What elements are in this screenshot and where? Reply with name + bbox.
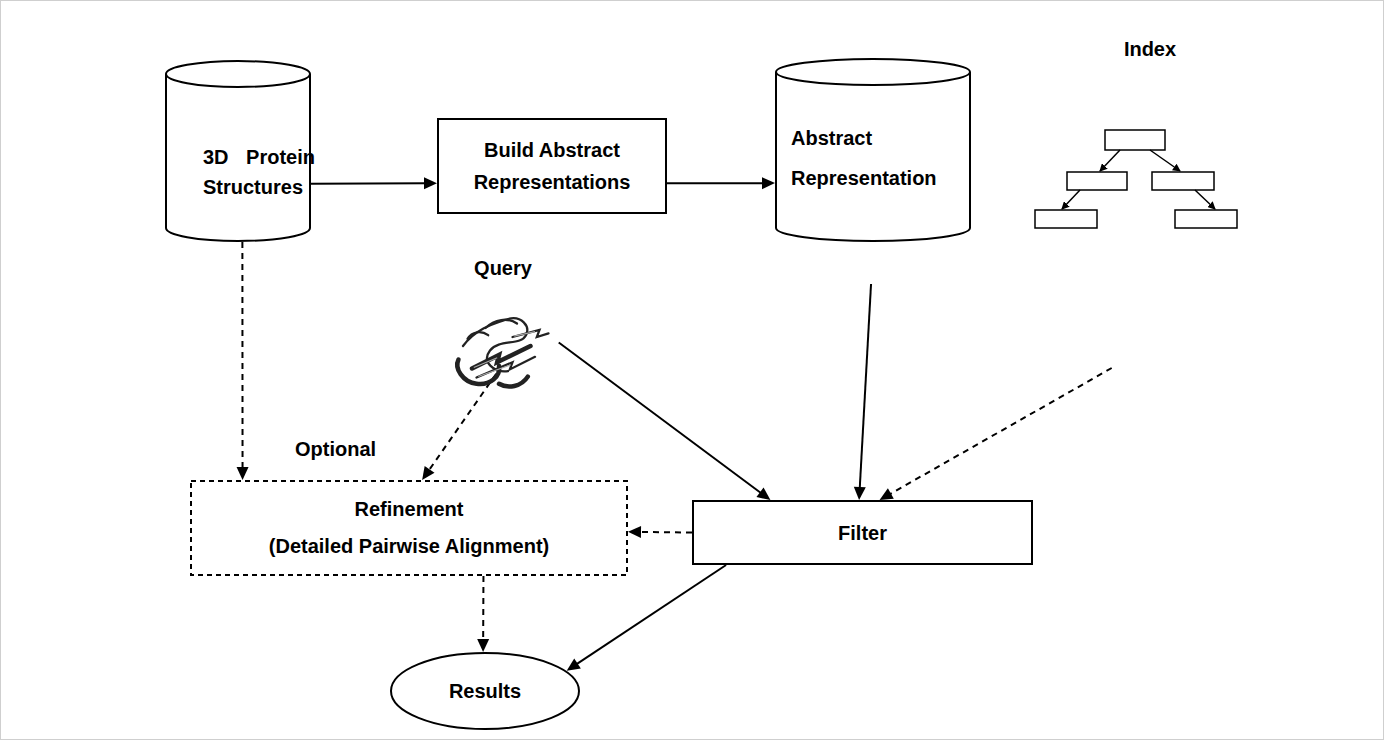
connector <box>880 368 1112 500</box>
filter-box: Filter <box>692 500 1033 565</box>
query-structure: Query <box>440 255 565 380</box>
connector <box>567 565 726 671</box>
arrowhead <box>628 526 641 538</box>
text-holder: Query <box>458 255 548 281</box>
arrowhead <box>477 639 489 652</box>
cylinder-body <box>776 72 970 241</box>
connector <box>422 374 496 480</box>
connector-line <box>576 565 726 665</box>
node-outline <box>190 480 628 576</box>
text-holder: Index <box>1105 38 1195 60</box>
arrowhead <box>756 487 770 500</box>
arrowhead <box>854 487 866 500</box>
ribbon-highlights <box>474 332 535 377</box>
connector <box>311 177 437 189</box>
connector-line <box>860 284 871 489</box>
node-label: Abstract Representation <box>791 118 961 198</box>
node-label: Refinement <box>200 491 618 528</box>
ribbon-highlight <box>514 332 535 337</box>
node-label: Filter <box>702 520 1023 546</box>
results-ellipse: Results <box>390 652 580 730</box>
ribbon-strand <box>472 346 531 369</box>
tree-box <box>1067 172 1127 190</box>
text-holder: Build Abstract Representations <box>437 118 667 214</box>
node-outline <box>775 58 971 242</box>
text-holder: Abstract Representation <box>791 118 961 198</box>
node-label: Index <box>1105 38 1195 60</box>
node-label: 3D Protein Structures <box>203 142 315 202</box>
connector-line <box>311 182 426 184</box>
connector <box>854 284 871 500</box>
tree-arrow <box>1195 190 1215 209</box>
tree-arrow <box>1062 190 1080 209</box>
index-tree: Index <box>1030 38 1245 233</box>
tree-box <box>1175 210 1237 228</box>
connector-line <box>889 368 1112 495</box>
ribbon-strand <box>499 377 528 387</box>
connector <box>237 242 249 480</box>
text-holder: Results <box>390 652 580 730</box>
node-label: Results <box>400 678 570 704</box>
node-subtitle: (Detailed Pairwise Alignment) <box>200 528 618 565</box>
arrowhead <box>762 177 775 189</box>
arrowhead <box>237 467 249 480</box>
tree-box <box>1152 172 1214 190</box>
connector <box>667 177 775 189</box>
ribbon-highlight <box>478 365 510 377</box>
box-outline <box>438 119 666 213</box>
process-box: Build Abstract Representations <box>437 118 667 214</box>
connector-line <box>241 242 243 469</box>
node-outline <box>437 118 667 214</box>
connector <box>477 576 489 652</box>
ribbon-strand <box>513 330 549 337</box>
node-label: Query <box>458 255 548 281</box>
connector-line <box>667 182 764 184</box>
cylinder-top <box>166 61 310 87</box>
database-cylinder: 3D Protein Structures <box>165 60 311 242</box>
connector-line <box>428 374 496 471</box>
connector-line <box>482 576 484 641</box>
box-outline <box>693 501 1032 564</box>
connector-line <box>639 531 692 534</box>
box-outline <box>191 481 627 575</box>
text-holder: 3D Protein Structures <box>203 142 315 202</box>
ribbon-strand <box>486 320 518 328</box>
text-holder: Filter <box>692 500 1033 565</box>
ellipse-outline <box>391 653 579 729</box>
connector-line <box>559 343 762 494</box>
tree-arrow <box>1150 150 1180 171</box>
ribbon-strand <box>477 357 536 378</box>
arrowhead <box>880 488 894 500</box>
connector <box>628 526 692 538</box>
ribbon-strand <box>468 332 489 339</box>
tree-arrow <box>1100 150 1120 171</box>
note-label: Optional <box>295 438 376 461</box>
arrowhead <box>424 177 437 189</box>
node-outline <box>1030 38 1245 233</box>
node-label: Build Abstract Representations <box>447 134 657 198</box>
database-cylinder: Abstract Representation <box>775 58 971 242</box>
protein-ribbon <box>457 318 548 386</box>
cylinder-top <box>776 59 970 85</box>
refinement-box: Refinement(Detailed Pairwise Alignment) <box>190 480 628 576</box>
ribbon-highlight <box>474 358 497 368</box>
arrowhead <box>567 659 581 671</box>
arrowhead <box>422 466 434 480</box>
tree-box <box>1105 130 1165 150</box>
connector <box>559 343 771 501</box>
text-holder: Refinement(Detailed Pairwise Alignment) <box>190 480 628 576</box>
tree-box <box>1035 210 1097 228</box>
